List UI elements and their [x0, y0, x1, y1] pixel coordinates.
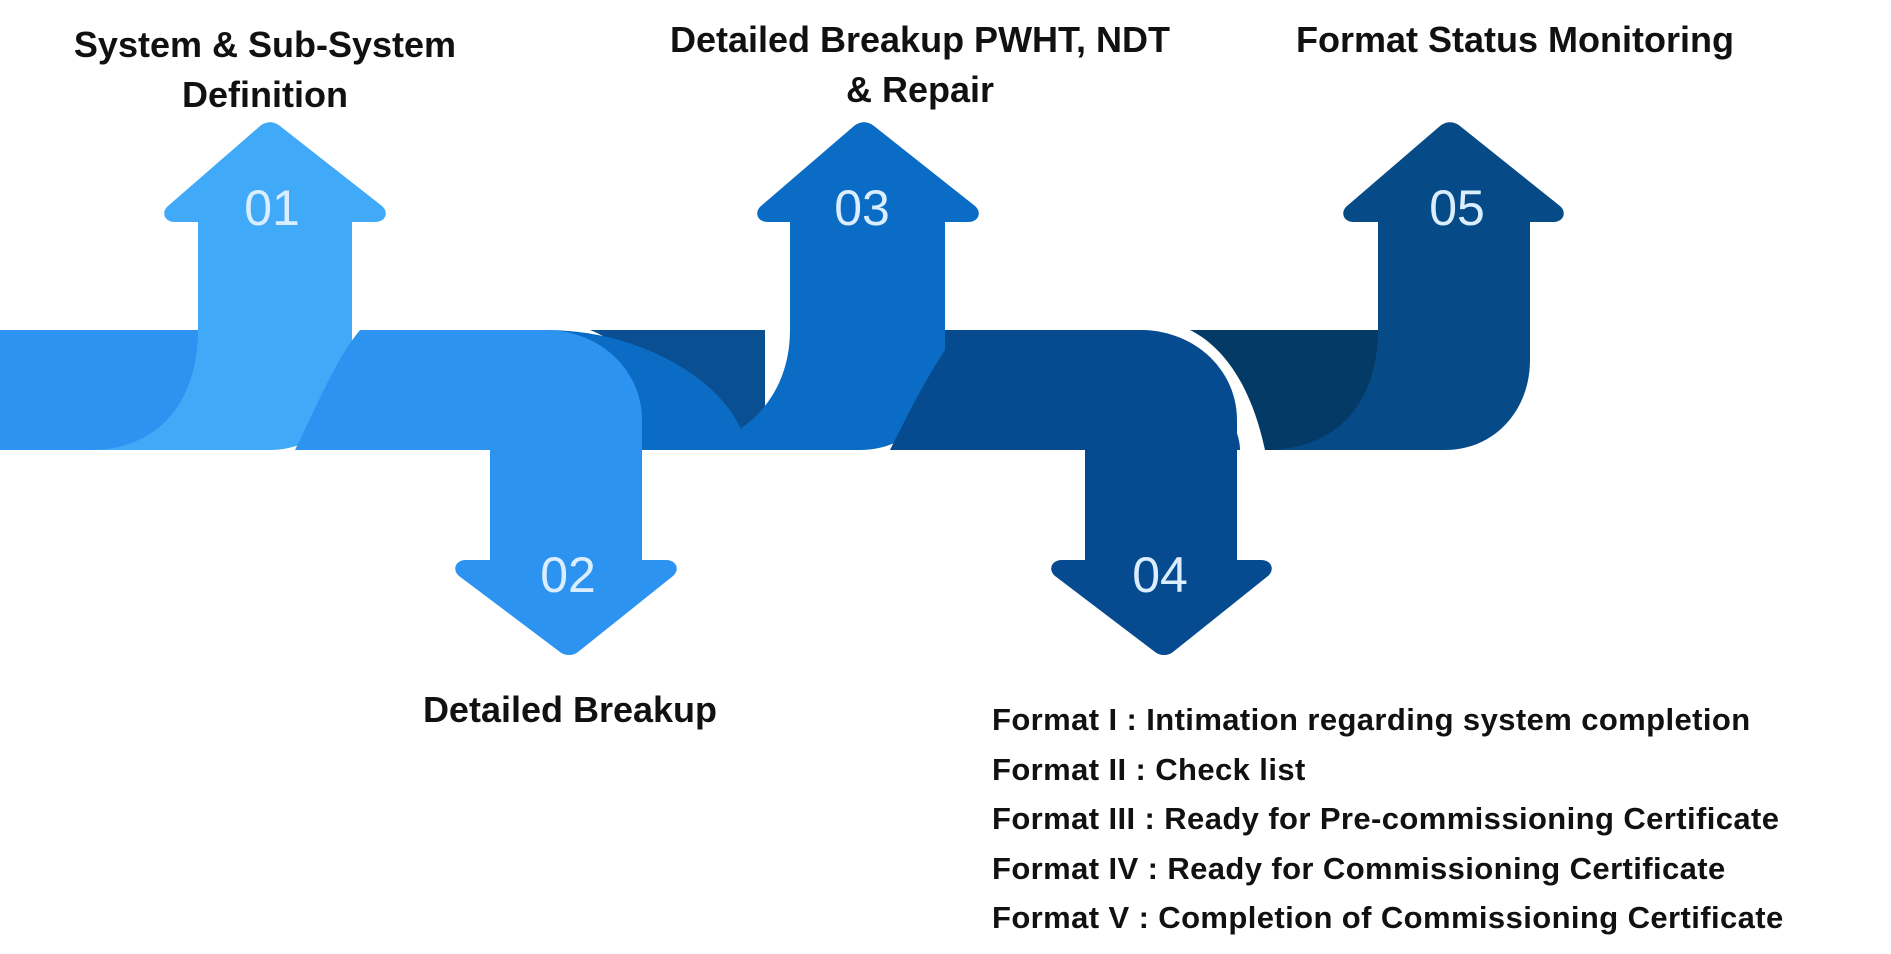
- step-label-05-line-1: Format Status Monitoring: [1296, 19, 1734, 60]
- step-label-01-line-1: System & Sub-System: [73, 24, 457, 65]
- step-arrow-01-up: [90, 122, 386, 450]
- band-segment-1: [0, 330, 200, 450]
- step-label-01: System & Sub-System Definition: [55, 20, 475, 120]
- format-item-1: Format I : Intimation regarding system c…: [992, 702, 1751, 737]
- step-number-05: 05: [1429, 180, 1485, 236]
- format-list: Format I : Intimation regarding system c…: [992, 698, 1872, 946]
- step-label-05: Format Status Monitoring: [1245, 15, 1785, 65]
- step-number-03: 03: [834, 180, 890, 236]
- step-number-04: 04: [1132, 547, 1188, 603]
- format-item-3: Format III : Ready for Pre-commissioning…: [992, 801, 1780, 836]
- step-arrow-05-up: [1265, 122, 1564, 450]
- step-arrow-04-down: [890, 330, 1272, 655]
- step-label-02-line-1: Detailed Breakup: [422, 689, 718, 730]
- format-item-5: Format V : Completion of Commissioning C…: [992, 900, 1784, 935]
- format-item-2: Format II : Check list: [992, 751, 1306, 787]
- step-label-03-line-1: Detailed Breakup PWHT, NDT: [669, 19, 1171, 60]
- step-number-01: 01: [244, 180, 300, 236]
- format-item-4: Format IV : Ready for Commissioning Cert…: [992, 850, 1726, 886]
- step-number-02: 02: [540, 547, 596, 603]
- step-label-01-line-2: Definition: [182, 74, 348, 115]
- step-label-02: Detailed Breakup: [370, 685, 770, 735]
- step-label-03-line-2: & Repair: [845, 69, 995, 110]
- step-label-03: Detailed Breakup PWHT, NDT & Repair: [630, 15, 1210, 115]
- step-arrow-02-down: [295, 330, 677, 655]
- step-arrow-03-up: [665, 122, 979, 450]
